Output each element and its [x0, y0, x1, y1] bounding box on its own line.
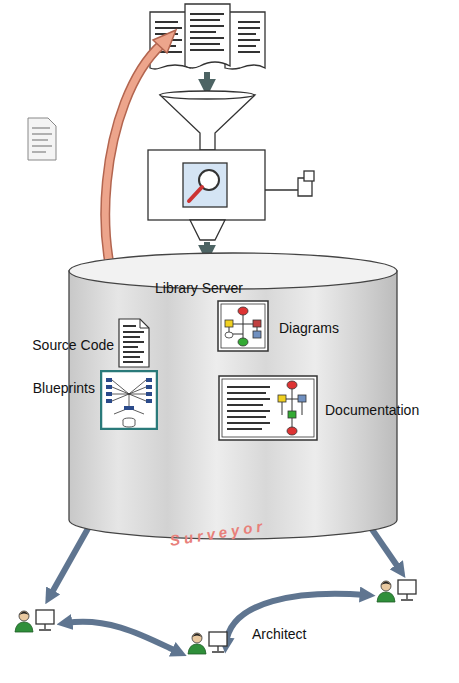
- document-stack: [150, 4, 265, 69]
- diagrams-icon: Diagrams: [217, 300, 339, 356]
- node-label: Source Code: [32, 337, 114, 353]
- outlet: [190, 220, 225, 240]
- library-server-cylinder: Library ServerSource CodeDiagramsBluepri…: [68, 252, 398, 542]
- blueprints-icon: Blueprints: [33, 370, 158, 434]
- funnel: [160, 92, 255, 151]
- scanner-box: [148, 150, 265, 220]
- architect-workstation: [185, 626, 230, 662]
- architect-workstation: Architect: [185, 626, 306, 662]
- blueprints-icon: [100, 370, 158, 434]
- node-label: Documentation: [325, 402, 419, 418]
- source-code-icon: Source Code: [32, 318, 150, 372]
- flow-arrow: [204, 242, 210, 252]
- diagrams-icon: [217, 300, 269, 356]
- documentation-icon: [218, 375, 318, 445]
- document-icon: [28, 118, 56, 160]
- node-label: Architect: [252, 626, 306, 642]
- node-label: Blueprints: [33, 380, 95, 396]
- documentation-icon: Documentation: [218, 375, 419, 445]
- node-label: Diagrams: [279, 320, 339, 336]
- source-code-icon: [118, 318, 150, 372]
- user-workstation: [15, 610, 54, 632]
- user-workstation: [377, 580, 416, 602]
- flow-arrow: [204, 72, 210, 86]
- server-title: Library Server: [155, 280, 243, 296]
